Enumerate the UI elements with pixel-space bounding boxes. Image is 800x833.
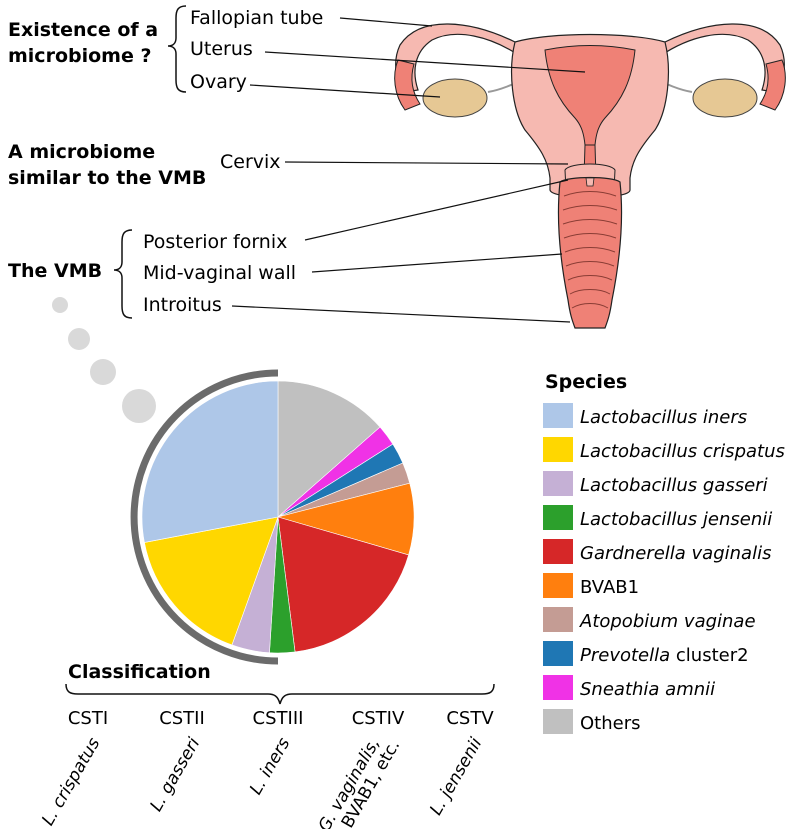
legend-swatch-atopobium-vaginae bbox=[543, 607, 573, 632]
legend-swatch-lactobacillus-jensenii bbox=[543, 505, 573, 530]
pie-slice-others bbox=[277, 380, 381, 518]
right-fimbriae bbox=[759, 59, 786, 111]
group-labels: Existence of a microbiome ? A microbiome… bbox=[8, 19, 206, 282]
cst-labels: CSTI CSTII CSTIII CSTIV CSTV bbox=[68, 708, 494, 729]
legend-swatch-lactobacillus-gasseri bbox=[543, 471, 573, 496]
thought-bubbles bbox=[52, 297, 156, 423]
species-pie-chart bbox=[141, 380, 415, 654]
legend-label-lactobacillus-iners: Lactobacillus iners bbox=[580, 407, 747, 428]
similar-label-line2: similar to the VMB bbox=[8, 167, 206, 189]
legend-title: Species bbox=[545, 371, 627, 393]
legend-label-lactobacillus-jensenii: Lactobacillus jensenii bbox=[580, 509, 772, 530]
midwall-label: Mid-vaginal wall bbox=[143, 262, 296, 284]
bubble-3 bbox=[90, 359, 116, 385]
legend-swatch-gardnerella-vaginalis bbox=[543, 539, 573, 564]
pie-slice-gardnerella-vaginalis bbox=[277, 516, 409, 653]
vaginal-rugae bbox=[562, 191, 618, 309]
pie-left-ring bbox=[130, 369, 279, 665]
ovary-label: Ovary bbox=[190, 71, 247, 93]
similar-label-line1: A microbiome bbox=[8, 141, 155, 163]
legend-label-sneathia-amnii: Sneathia amnii bbox=[580, 679, 715, 700]
legend-label-lactobacillus-crispatus: Lactobacillus crispatus bbox=[580, 441, 785, 462]
cst-label-cstii: CSTII bbox=[159, 708, 205, 729]
cst-species-l-gasseri: L. gasseri bbox=[146, 734, 204, 815]
legend-swatch-bvab1 bbox=[543, 573, 573, 598]
braces bbox=[113, 5, 187, 319]
legend-swatch-lactobacillus-iners bbox=[543, 403, 573, 428]
fallopian-label: Fallopian tube bbox=[190, 7, 323, 29]
left-fimbriae bbox=[394, 59, 421, 111]
introitus-label: Introitus bbox=[143, 294, 222, 316]
cst-label-cstiv: CSTIV bbox=[352, 708, 405, 729]
cst-species-l-crispatus: L. crispatus bbox=[38, 734, 104, 829]
classification-brace bbox=[65, 683, 495, 705]
cervix-label: Cervix bbox=[220, 151, 281, 173]
brace-existence bbox=[167, 5, 187, 93]
cst-label-cstv: CSTV bbox=[446, 708, 494, 729]
legend-label-gardnerella-vaginalis: Gardnerella vaginalis bbox=[580, 543, 771, 564]
cervical-os bbox=[585, 177, 595, 187]
existence-label-line1: Existence of a bbox=[8, 19, 158, 41]
legend-label-bvab1: BVAB1 bbox=[580, 577, 639, 598]
reproductive-tract bbox=[394, 23, 786, 329]
legend-swatch-lactobacillus-crispatus bbox=[543, 437, 573, 462]
bubble-1 bbox=[52, 297, 68, 313]
cst-label-csti: CSTI bbox=[68, 708, 108, 729]
cst-label-cstiii: CSTIII bbox=[253, 708, 304, 729]
classification-title: Classification bbox=[68, 661, 211, 683]
cst-species-l-jensenii: L. jensenii bbox=[426, 734, 486, 819]
legend: Species Lactobacillus inersLactobacillus… bbox=[543, 371, 785, 734]
legend-label-others: Others bbox=[580, 713, 641, 734]
legend-label-atopobium-vaginae: Atopobium vaginae bbox=[579, 611, 756, 632]
uterus-label: Uterus bbox=[190, 38, 253, 60]
cst-species-l-iners: L. iners bbox=[246, 734, 294, 798]
legend-label-lactobacillus-gasseri: Lactobacillus gasseri bbox=[580, 475, 768, 496]
left-ovary bbox=[422, 78, 488, 118]
anatomy-labels: Fallopian tube Uterus Ovary Cervix Poste… bbox=[143, 7, 323, 316]
bubble-2 bbox=[68, 328, 90, 350]
vmb-label: The VMB bbox=[8, 260, 102, 282]
brace-vmb bbox=[113, 229, 133, 319]
bubble-4 bbox=[122, 389, 156, 423]
pie-slice-lactobacillus-crispatus bbox=[144, 516, 279, 646]
right-ovary bbox=[692, 78, 758, 118]
fornix-label: Posterior fornix bbox=[143, 231, 287, 253]
legend-swatch-others bbox=[543, 709, 573, 734]
legend-label-prevotella-cluster2: Prevotella cluster2 bbox=[580, 645, 749, 666]
pie-slice-lactobacillus-iners bbox=[141, 380, 279, 543]
legend-swatch-prevotella-cluster2 bbox=[543, 641, 573, 666]
existence-label-line2: microbiome ? bbox=[8, 45, 151, 67]
vagina bbox=[557, 176, 623, 329]
leader-lines bbox=[231, 17, 586, 323]
legend-swatch-sneathia-amnii bbox=[543, 675, 573, 700]
